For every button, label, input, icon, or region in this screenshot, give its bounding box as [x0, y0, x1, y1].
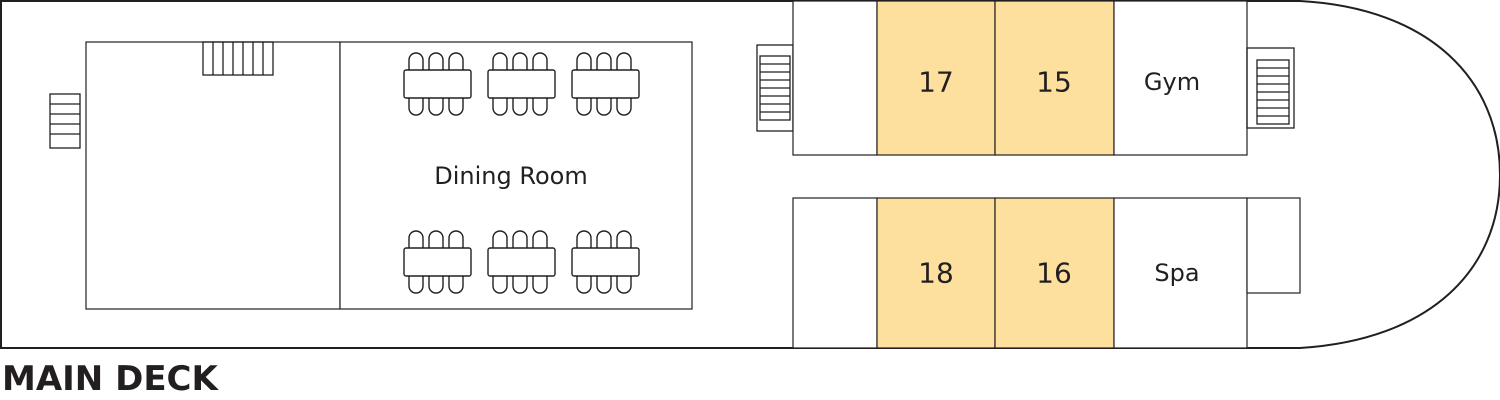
dining-chair	[532, 230, 548, 248]
dining-table-set	[571, 52, 640, 116]
dining-chair	[596, 276, 612, 294]
dining-chair	[532, 52, 548, 70]
gym-room[interactable]	[1113, 0, 1248, 156]
dining-chair	[576, 98, 592, 116]
dining-chair	[448, 276, 464, 294]
lower-corridor-room	[792, 197, 878, 349]
dining-chair	[448, 52, 464, 70]
upper-corridor-room	[792, 0, 878, 156]
dining-table	[571, 247, 640, 277]
dining-chair	[408, 276, 424, 294]
dining-chair	[512, 52, 528, 70]
dining-chair	[616, 230, 632, 248]
dining-chair	[576, 230, 592, 248]
dining-chair	[428, 98, 444, 116]
cabin-16[interactable]	[994, 197, 1115, 349]
dining-table-set	[403, 52, 472, 116]
cabin-15-label: 15	[1036, 66, 1072, 99]
dining-chair	[492, 98, 508, 116]
dining-chair	[532, 98, 548, 116]
stern-stairs	[49, 93, 81, 149]
dining-table-set	[571, 230, 640, 294]
dining-table	[487, 247, 556, 277]
dining-table	[487, 69, 556, 99]
cabin-17-label: 17	[918, 66, 954, 99]
cabin-18-label: 18	[918, 257, 954, 290]
cabin-15[interactable]	[994, 0, 1115, 156]
dining-table	[403, 69, 472, 99]
cabin-16-label: 16	[1036, 257, 1072, 290]
dining-table-set	[487, 230, 556, 294]
dining-tables	[403, 52, 640, 294]
dining-chair	[448, 98, 464, 116]
dining-chair	[428, 230, 444, 248]
dining-chair	[616, 52, 632, 70]
dining-chair	[428, 276, 444, 294]
dining-chair	[408, 52, 424, 70]
dining-chair	[512, 276, 528, 294]
dining-chair	[492, 52, 508, 70]
dining-room-label: Dining Room	[434, 162, 587, 190]
midship-stairs	[756, 44, 794, 132]
dining-chair	[576, 276, 592, 294]
dining-chair	[512, 230, 528, 248]
spa-room[interactable]	[1113, 197, 1248, 349]
dining-chair	[576, 52, 592, 70]
dining-table	[571, 69, 640, 99]
dining-chair	[492, 276, 508, 294]
spa-label: Spa	[1154, 259, 1199, 287]
spa-annex	[1246, 197, 1301, 294]
dining-chair	[596, 52, 612, 70]
dining-chair	[596, 230, 612, 248]
dining-chair	[512, 98, 528, 116]
dining-chair	[492, 230, 508, 248]
dining-table-set	[487, 52, 556, 116]
dining-chair	[596, 98, 612, 116]
dining-chair	[448, 230, 464, 248]
bow-stairs	[1246, 47, 1295, 129]
dining-table	[403, 247, 472, 277]
open-deck-area	[85, 41, 341, 310]
dining-chair	[408, 98, 424, 116]
dining-chair	[532, 276, 548, 294]
open-deck-stairs	[202, 41, 274, 76]
dining-chair	[408, 230, 424, 248]
deck-title: MAIN DECK	[2, 359, 218, 399]
dining-chair	[616, 98, 632, 116]
dining-chair	[428, 52, 444, 70]
cabin-17[interactable]	[876, 0, 996, 156]
dining-table-set	[403, 230, 472, 294]
dining-chair	[616, 276, 632, 294]
gym-label: Gym	[1144, 68, 1200, 96]
